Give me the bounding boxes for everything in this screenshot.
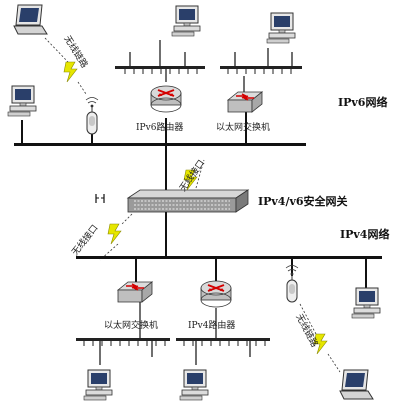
- gateway-label: IPv4/v6安全网关: [258, 194, 348, 208]
- ipv6-lan-bar-right: [220, 48, 302, 74]
- desktop-computer-icon: [171, 5, 201, 37]
- ipv4-switch-label: 以太网交换机: [104, 319, 158, 331]
- ipv4-backbone: [76, 256, 382, 259]
- ipv4-network-label: IPv4网络: [340, 227, 389, 241]
- router-icon: [150, 85, 182, 113]
- router-icon: [200, 280, 232, 308]
- desktop-computer-icon: [266, 12, 296, 44]
- ipv4-lan-bar-left: [76, 302, 170, 365]
- security-gateway-icon: [126, 189, 250, 213]
- wireless-port-label-mid: 无线接口: [69, 222, 101, 258]
- desktop-computer-icon: [351, 287, 381, 319]
- switch-icon: [117, 281, 153, 303]
- wireless-link-icon: [63, 61, 78, 83]
- wireless-link-icon: [107, 223, 122, 245]
- ipv4-lan-bar-right: [176, 308, 270, 365]
- desktop-computer-icon: [83, 369, 113, 401]
- ipv6-lan-bar-left: [115, 40, 205, 74]
- desktop-computer-icon: [179, 369, 209, 401]
- ipv6-router-label: IPv6路由器: [136, 121, 183, 133]
- switch-icon: [227, 91, 263, 113]
- laptop-icon: [339, 369, 374, 400]
- wireless-link-label-bottom: 无线链路: [293, 312, 321, 349]
- ipv6-backbone: [14, 143, 306, 146]
- ipv6-network-label: IPv6网络: [338, 95, 387, 109]
- desktop-computer-icon: [7, 85, 37, 117]
- wireless-port-label-top: 无线接口: [177, 157, 207, 193]
- ipv6-switch-label: 以太网交换机: [216, 121, 270, 133]
- laptop-icon: [13, 4, 48, 35]
- wireless-access-point-icon: [85, 97, 99, 135]
- ipv4-router-label: IPv4路由器: [188, 319, 235, 331]
